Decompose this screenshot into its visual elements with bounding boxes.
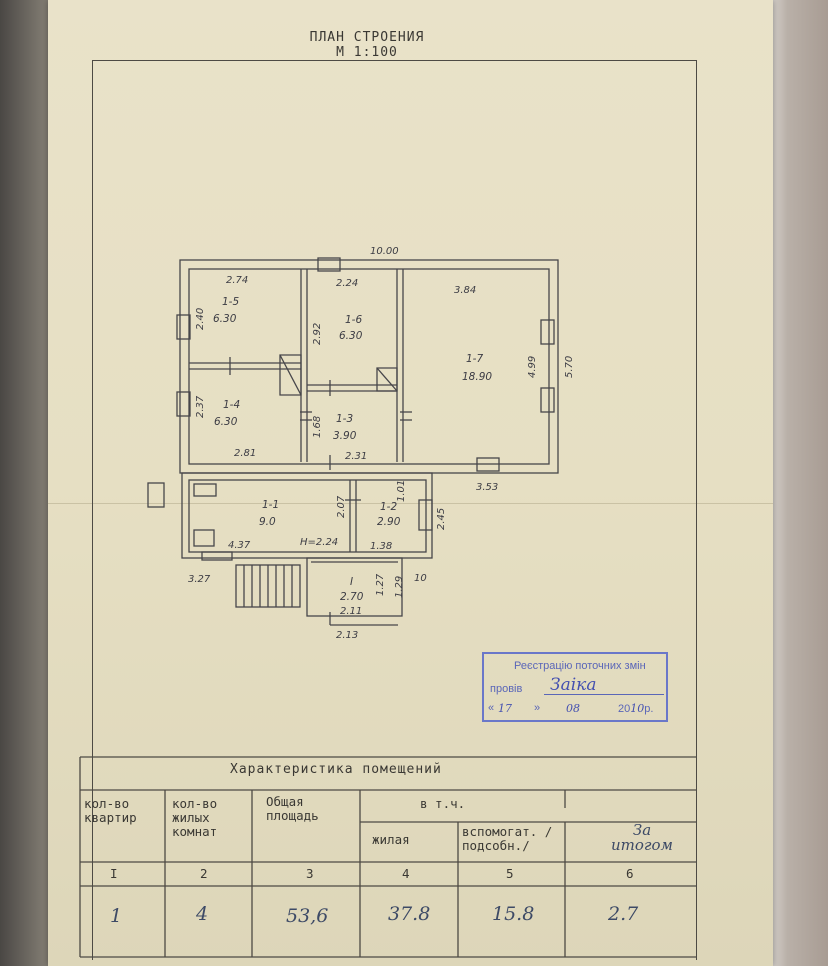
stamp-year-prefix: 20	[618, 703, 631, 715]
drawing-frame	[92, 60, 697, 960]
dim-1-29: 1.29	[394, 576, 405, 598]
room-I-id: I	[350, 576, 353, 588]
room-1-4-area: 6.30	[214, 416, 238, 428]
dim-10: 10	[414, 573, 427, 584]
value-living: 37.8	[388, 903, 431, 925]
plan-title-line1: ПЛАН СТРОЕНИЯ	[309, 30, 425, 45]
dim-3-84: 3.84	[454, 285, 476, 296]
dim-3-27: 3.27	[188, 574, 211, 585]
plan-title: ПЛАН СТРОЕНИЯ М 1:100	[48, 30, 686, 60]
room-I-area: 2.70	[340, 591, 364, 603]
value-total-area: 53,6	[286, 905, 329, 927]
dim-1-27: 1.27	[375, 573, 386, 596]
header-auxiliary: вспомогат. /подсобн./	[462, 824, 553, 853]
room-1-3-id: 1-3	[336, 413, 353, 425]
dim-2-31: 2.31	[345, 451, 367, 462]
dim-2-74: 2.74	[226, 275, 248, 286]
dim-3-53: 3.53	[476, 482, 498, 493]
room-1-2-area: 2.90	[377, 516, 401, 528]
col-number-3: 3	[306, 866, 314, 881]
dim-1-68: 1.68	[312, 416, 323, 438]
stamp-underline	[544, 694, 664, 695]
room-1-7-id: 1-7	[466, 353, 483, 365]
dim-2-13: 2.13	[336, 630, 358, 641]
header-living-rooms: кол-во жилых комнат	[172, 796, 218, 839]
room-1-1-area: 9.0	[259, 516, 276, 528]
header-total-area: Общая площадь	[266, 794, 319, 823]
stamp-year-unit: р.	[644, 703, 654, 715]
dim-2-07: 2.07	[336, 495, 347, 518]
stamp-day: 17	[498, 702, 512, 715]
dim-4-37: 4.37	[228, 540, 251, 551]
background-right	[770, 0, 828, 966]
col-number-1: I	[110, 866, 118, 881]
room-1-4-id: 1-4	[223, 399, 240, 411]
room-1-1-id: 1-1	[262, 499, 279, 511]
plan-scale: М 1:100	[336, 45, 398, 60]
dim-4-99: 4.99	[527, 356, 538, 378]
rooms-table: Характеристика помещений кол-во квартир …	[80, 757, 697, 966]
header-living: жилая	[372, 832, 410, 847]
table-grid	[79, 756, 697, 958]
col-number-4: 4	[402, 866, 410, 881]
stamp-signature: Заіка	[550, 675, 597, 695]
value-total: 2.7	[608, 903, 639, 925]
dim-5-70: 5.70	[564, 356, 575, 378]
stamp-year: 2010р.	[618, 702, 653, 715]
dim-h-2-24: H=2.24	[300, 537, 338, 548]
value-apartments: 1	[110, 905, 123, 927]
header-including: в т.ч.	[420, 796, 466, 811]
stamp-line1: Реєстрацію поточних змін	[514, 660, 646, 672]
house-inner-wall	[188, 268, 550, 465]
dim-overall-width: 10.00	[370, 246, 399, 257]
dim-1-01: 1.01	[396, 480, 407, 502]
dim-2-40: 2.40	[195, 308, 206, 330]
dim-2-45: 2.45	[436, 508, 447, 530]
dim-2-24: 2.24	[336, 278, 358, 289]
house-outer-wall	[179, 259, 559, 474]
value-living-rooms: 4	[196, 903, 209, 925]
document-sheet: ПЛАН СТРОЕНИЯ М 1:100	[48, 0, 773, 966]
room-1-5-id: 1-5	[222, 296, 239, 308]
room-1-6-area: 6.30	[339, 330, 363, 342]
dim-2-81: 2.81	[234, 448, 256, 459]
stamp-label: провів	[490, 683, 523, 695]
room-1-6-id: 1-6	[345, 314, 362, 326]
value-auxiliary: 15.8	[492, 903, 535, 925]
col-number-6: 6	[626, 866, 634, 881]
dim-2-11: 2.11	[340, 606, 362, 617]
table-title: Характеристика помещений	[230, 762, 442, 777]
stamp-quote-close: »	[534, 702, 541, 714]
dim-1-38: 1.38	[370, 541, 392, 552]
room-1-3-area: 3.90	[333, 430, 357, 442]
header-apartments: кол-во квартир	[84, 796, 137, 825]
porch-wall	[306, 557, 403, 617]
stamp-quote-open: «	[488, 702, 495, 714]
col-number-5: 5	[506, 866, 514, 881]
registration-stamp: Реєстрацію поточних змін провів Заіка « …	[482, 652, 668, 722]
room-1-2-id: 1-2	[380, 501, 397, 513]
col-number-2: 2	[200, 866, 208, 881]
room-1-7-area: 18.90	[462, 371, 492, 383]
room-1-5-area: 6.30	[213, 313, 237, 325]
dim-2-37: 2.37	[195, 395, 206, 418]
dim-2-92: 2.92	[312, 323, 323, 345]
header-total: За итогом	[611, 821, 673, 854]
stamp-month: 08	[566, 702, 580, 715]
paper-fold	[48, 503, 773, 504]
stamp-year-suffix: 10	[630, 702, 645, 715]
